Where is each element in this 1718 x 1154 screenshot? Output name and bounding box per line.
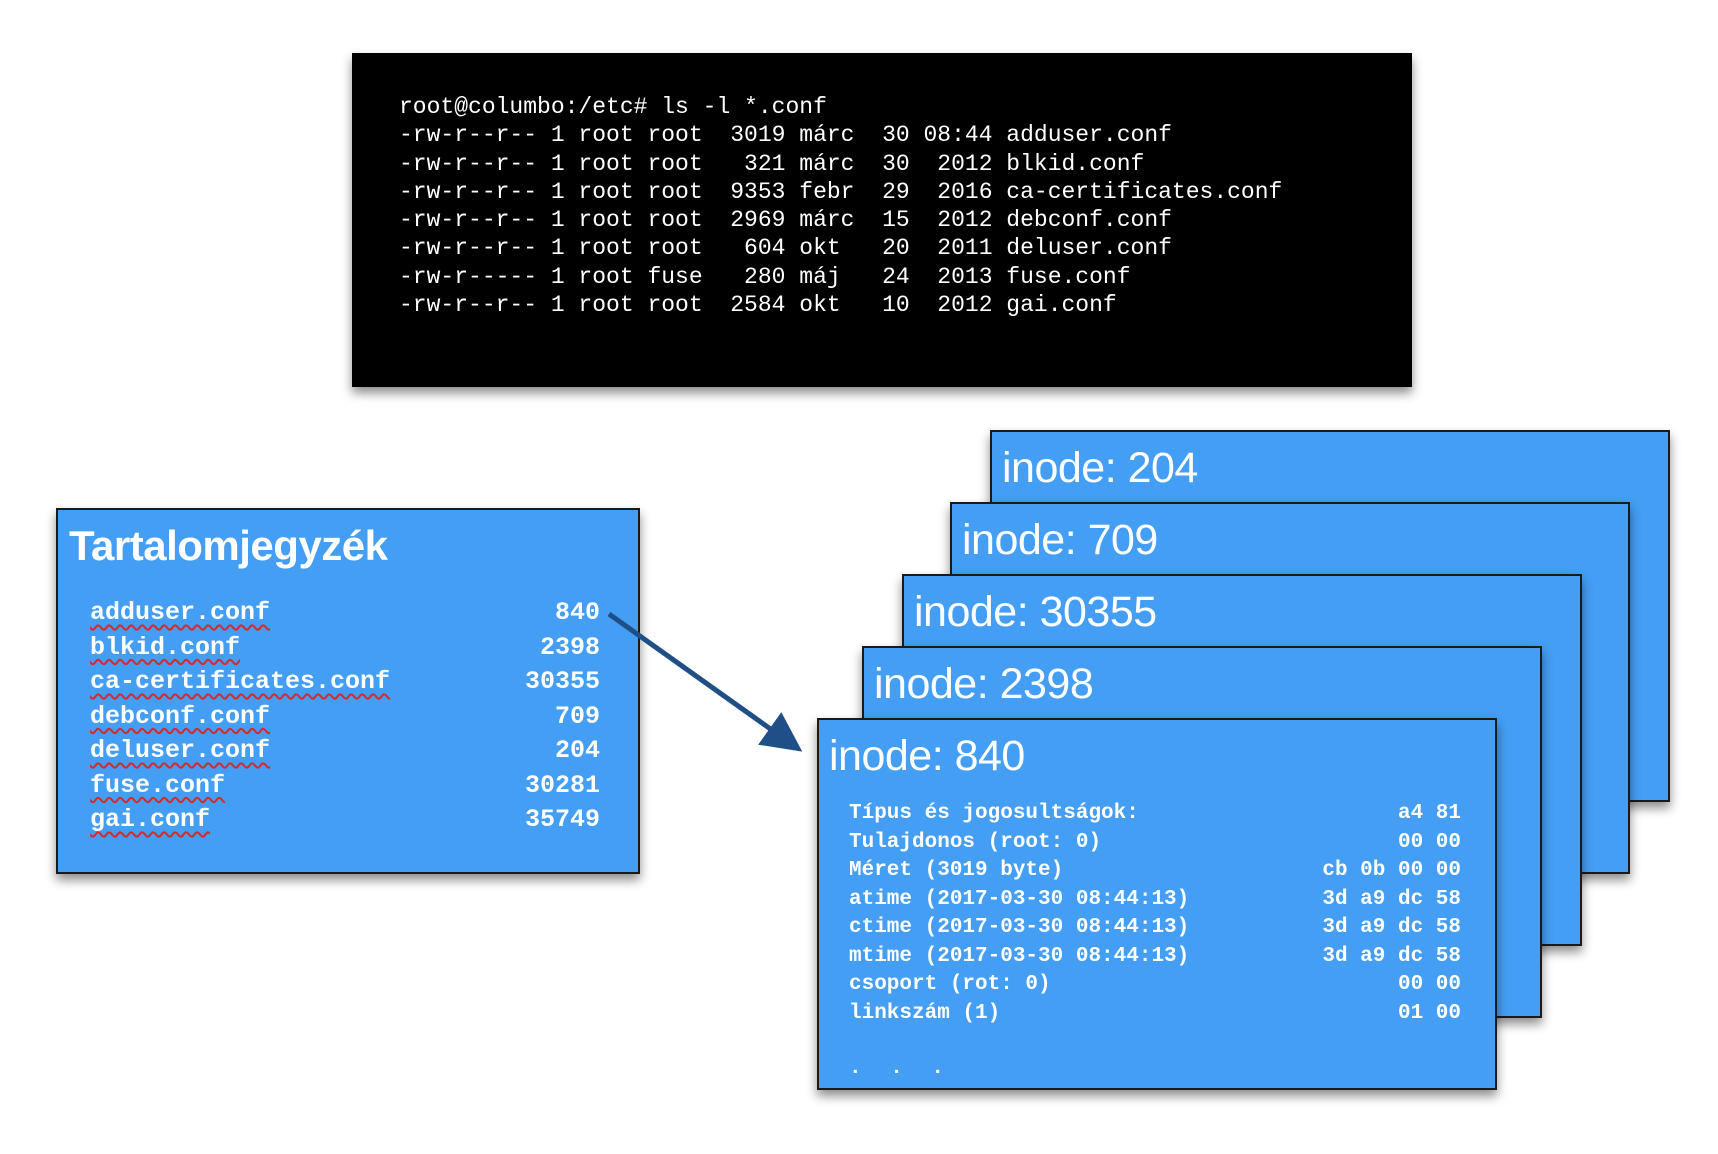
directory-entry: blkid.conf 2398 [90,633,600,668]
entry-inode: 30355 [524,667,600,696]
entry-inode: 35749 [524,805,600,834]
terminal-output: root@columbo:/etc# ls -l *.conf -rw-r--r… [399,93,1282,319]
terminal-line: -rw-r--r-- 1 root root 321 márc 30 2012 … [399,150,1145,177]
terminal-line: -rw-r--r-- 1 root root 2969 márc 15 2012… [399,207,1172,234]
directory-entry: deluser.conf 204 [90,736,600,771]
field-hex: 3d a9 dc 58 [1322,916,1461,939]
inode-field: Méret (3019 byte) cb 0b 00 00 [849,859,1461,888]
entry-inode: 840 [554,598,600,627]
entry-name: adduser.conf [90,598,271,627]
terminal-line: -rw-r----- 1 root fuse 280 máj 24 2013 f… [399,263,1131,290]
field-hex: 01 00 [1397,1001,1461,1025]
terminal-line: root@columbo:/etc# ls -l *.conf [399,94,827,120]
directory-entry: debconf.conf 709 [90,702,600,737]
field-hex: a4 81 [1397,802,1461,825]
directory-box: Tartalomjegyzék adduser.conf 840 blkid.c… [56,508,640,874]
field-label: mtime (2017-03-30 08:44:13) [849,944,1190,968]
directory-entry: gai.conf 35749 [90,805,600,840]
field-label: atime (2017-03-30 08:44:13) [849,887,1190,911]
field-label: ctime (2017-03-30 08:44:13) [849,916,1190,939]
inode-field: csoport (rot: 0) 00 00 [849,973,1461,1002]
inode-field: Típus és jogosultságok: a4 81 [849,802,1461,831]
entry-name: debconf.conf [90,701,271,731]
entry-name: fuse.conf [90,770,226,800]
directory-entry: adduser.conf 840 [90,598,600,633]
directory-entry: fuse.conf 30281 [90,771,600,806]
entry-name: deluser.conf [90,736,271,765]
field-label: csoport (rot: 0) [849,973,1051,996]
entry-name: ca-certificates.conf [90,667,391,696]
field-label: Tulajdonos (root: 0) [849,830,1102,854]
field-hex: 3d a9 dc 58 [1322,944,1461,968]
terminal-line: -rw-r--r-- 1 root root 9353 febr 29 2016… [399,178,1283,205]
terminal-line: -rw-r--r-- 1 root root 2584 okt 10 2012 … [399,292,1117,319]
inode-title: inode: 709 [962,516,1158,564]
inode-field: ctime (2017-03-30 08:44:13) 3d a9 dc 58 [849,916,1461,945]
field-hex: cb 0b 00 00 [1322,859,1461,882]
entry-inode: 30281 [524,770,600,800]
inode-field: atime (2017-03-30 08:44:13) 3d a9 dc 58 [849,888,1461,917]
terminal-line: -rw-r--r-- 1 root root 3019 márc 30 08:4… [399,122,1172,149]
field-hex: 3d a9 dc 58 [1322,887,1461,911]
arrow-line [607,611,803,752]
inode-title: inode: 840 [829,732,1025,780]
field-hex: 00 00 [1397,973,1461,996]
entry-name: blkid.conf [90,632,241,662]
inode-fields: Típus és jogosultságok: a4 81 Tulajdonos… [849,802,1461,1030]
ellipsis: . . . [849,1057,953,1080]
inode-field: mtime (2017-03-30 08:44:13) 3d a9 dc 58 [849,945,1461,974]
field-label: linkszám (1) [849,1001,1001,1025]
field-hex: 00 00 [1397,830,1461,854]
entry-inode: 204 [554,736,600,765]
entry-inode: 2398 [539,632,600,662]
inode-card-detail: inode: 840 Típus és jogosultságok: a4 81… [817,718,1497,1090]
terminal-window: root@columbo:/etc# ls -l *.conf -rw-r--r… [352,53,1412,387]
directory-title: Tartalomjegyzék [69,522,388,569]
inode-field: linkszám (1) 01 00 [849,1002,1461,1031]
directory-entry: ca-certificates.conf 30355 [90,667,600,702]
field-label: Típus és jogosultságok: [849,802,1139,825]
entry-inode: 709 [554,701,600,731]
entry-name: gai.conf [90,805,211,834]
directory-entries: adduser.conf 840 blkid.conf 2398 ca-cert… [90,598,600,840]
terminal-line: -rw-r--r-- 1 root root 604 okt 20 2011 d… [399,235,1172,262]
inode-field: Tulajdonos (root: 0) 00 00 [849,831,1461,860]
field-label: Méret (3019 byte) [849,859,1064,882]
inode-title: inode: 2398 [874,660,1094,708]
inode-title: inode: 30355 [914,588,1157,636]
inode-title: inode: 204 [1002,444,1198,492]
